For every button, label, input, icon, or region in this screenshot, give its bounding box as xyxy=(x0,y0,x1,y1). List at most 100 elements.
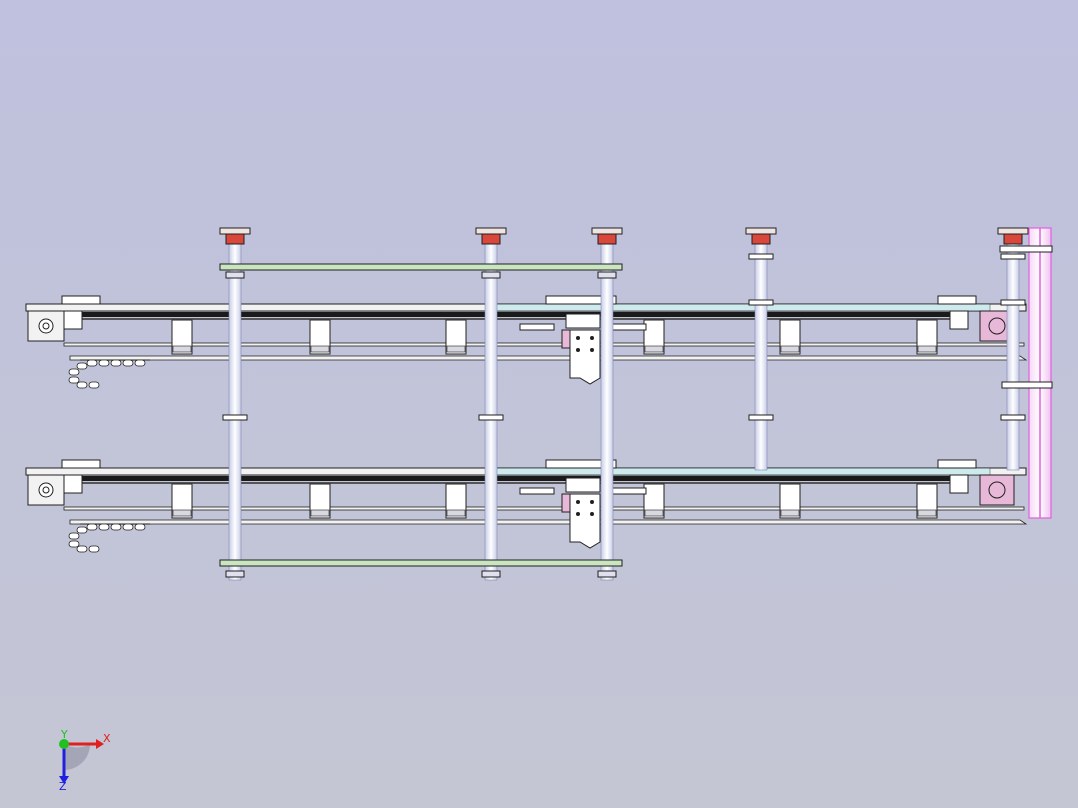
column-cap xyxy=(751,233,771,245)
vertical-guide-columns[interactable] xyxy=(219,227,1029,581)
column-clamp xyxy=(748,299,774,306)
column-clamp xyxy=(478,414,504,421)
column-collar xyxy=(597,570,617,578)
column-cap-flange xyxy=(591,227,623,235)
drag-chain-link-icon xyxy=(86,523,98,531)
carriage-top-plate xyxy=(545,459,617,469)
conveyor-module-bottom[interactable] xyxy=(25,459,1028,553)
support-leg xyxy=(643,483,665,519)
drag-chain-link-icon xyxy=(76,381,88,389)
carriage-top-plate xyxy=(545,295,617,305)
drag-chain-link-icon xyxy=(68,532,80,540)
column-clamp xyxy=(1000,299,1026,306)
column-clamp xyxy=(1000,253,1026,260)
right-pillow-block xyxy=(937,459,977,469)
left-pillow-block xyxy=(61,295,101,305)
column-cap-flange xyxy=(219,227,251,235)
support-leg xyxy=(445,483,467,519)
column-collar xyxy=(481,271,501,279)
rail-lower-bar xyxy=(63,506,1025,511)
right-bearing-block xyxy=(949,310,969,330)
drive-pulley-hub-icon xyxy=(42,486,50,494)
support-leg-foot xyxy=(644,345,664,353)
carriage-right-bracket xyxy=(611,323,647,331)
drag-chain-link-icon xyxy=(68,540,80,548)
support-leg-foot xyxy=(310,509,330,517)
gripper-bolt-icon xyxy=(576,512,580,516)
left-bearing-block xyxy=(63,474,83,494)
support-leg-foot xyxy=(644,509,664,517)
column-cap xyxy=(1003,233,1023,245)
drag-chain-link-icon xyxy=(110,359,122,367)
triad-shade-icon xyxy=(64,744,90,770)
gripper-bolt-icon xyxy=(590,336,594,340)
support-leg xyxy=(779,483,801,519)
drag-chain-link-icon xyxy=(88,545,100,553)
cable-tray xyxy=(69,355,1028,361)
column-cap xyxy=(481,233,501,245)
conveyor-module-top[interactable] xyxy=(25,295,1028,389)
right-bearing-block xyxy=(949,474,969,494)
support-leg-foot xyxy=(917,509,937,517)
gripper-bolt-icon xyxy=(590,512,594,516)
coordinate-triad: X Y Z xyxy=(59,728,111,793)
conveyor-belt xyxy=(70,312,950,317)
triad-x-label: X xyxy=(103,732,111,745)
guide-column xyxy=(484,239,498,581)
support-leg-foot xyxy=(917,345,937,353)
column-collar xyxy=(225,271,245,279)
rail-cyan-strip xyxy=(489,467,991,476)
gripper-bolt-icon xyxy=(576,500,580,504)
column-clamp xyxy=(1000,414,1026,421)
left-bearing-block xyxy=(63,310,83,330)
conveyor-belt xyxy=(70,476,950,481)
right-pink-post[interactable] xyxy=(999,227,1053,519)
bottom-cross-plate xyxy=(219,559,623,567)
drag-chain-link-icon xyxy=(134,359,146,367)
support-leg-foot xyxy=(780,345,800,353)
gripper-bracket xyxy=(569,329,601,385)
belt-lower-edge xyxy=(70,318,950,320)
drag-chain-link-icon xyxy=(98,523,110,531)
support-leg-foot xyxy=(172,345,192,353)
column-cap-flange xyxy=(745,227,777,235)
drag-chain-link-icon xyxy=(98,359,110,367)
post-clamp-mid xyxy=(1001,381,1053,389)
drag-chain-link-icon xyxy=(110,523,122,531)
drag-chain-link-icon xyxy=(122,359,134,367)
right-motor xyxy=(979,474,1015,506)
triad-x-arrow-icon xyxy=(96,739,104,749)
drag-chain-link-icon xyxy=(76,362,88,370)
triad-z-label: Z xyxy=(59,780,67,793)
gripper-bolt-icon xyxy=(576,348,580,352)
column-cap xyxy=(597,233,617,245)
support-leg-foot xyxy=(780,509,800,517)
drag-chain-link-icon xyxy=(68,376,80,384)
motor-shaft-icon xyxy=(988,481,1006,499)
carriage-right-bracket xyxy=(611,487,647,495)
gripper-bolt-icon xyxy=(590,348,594,352)
support-leg-foot xyxy=(310,345,330,353)
motor-shaft-icon xyxy=(988,317,1006,335)
support-leg xyxy=(779,319,801,355)
column-clamp xyxy=(748,414,774,421)
rail-lower-bar xyxy=(63,342,1025,347)
column-collar xyxy=(225,570,245,578)
support-leg-foot xyxy=(446,509,466,517)
support-leg-foot xyxy=(172,509,192,517)
rail-cyan-strip xyxy=(489,303,991,312)
support-leg xyxy=(309,319,331,355)
triad-y-axis-dot xyxy=(59,739,69,749)
gripper-bracket xyxy=(569,493,601,549)
guide-column xyxy=(228,239,242,581)
support-leg xyxy=(916,319,938,355)
belt-lower-edge xyxy=(70,482,950,484)
carriage-left-bracket xyxy=(519,323,555,331)
support-leg xyxy=(445,319,467,355)
post-clamp-top xyxy=(999,245,1053,253)
drag-chain-link-icon xyxy=(68,368,80,376)
support-leg xyxy=(643,319,665,355)
